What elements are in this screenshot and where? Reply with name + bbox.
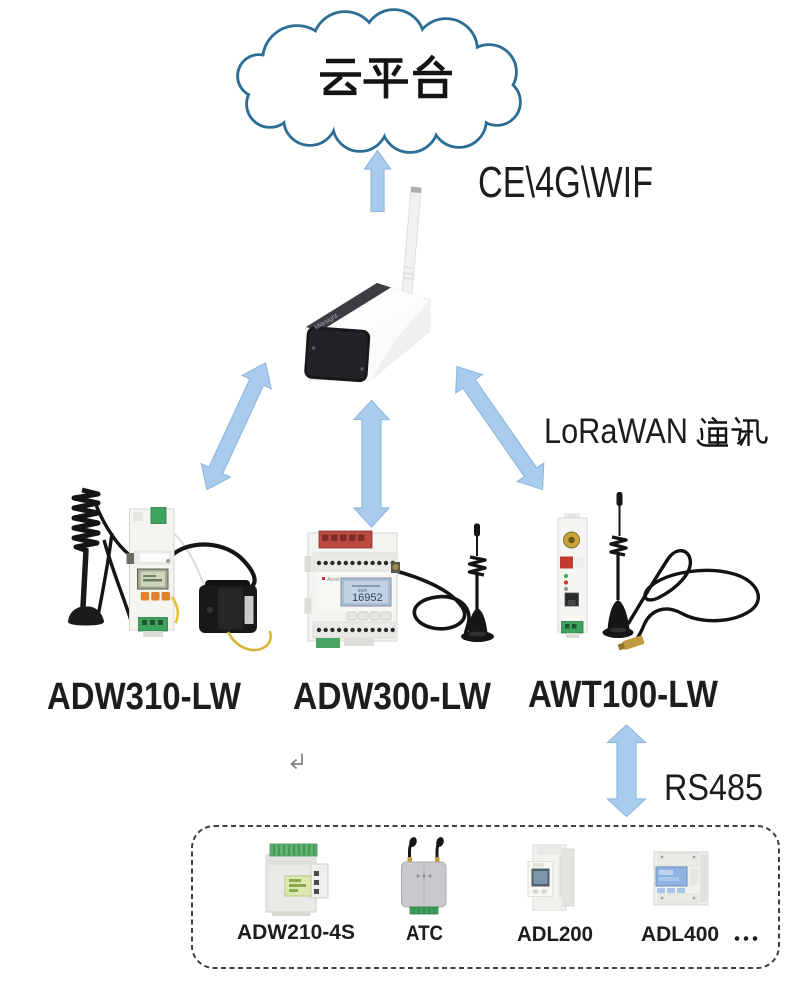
svg-text:Acrel: Acrel [327, 577, 340, 583]
svg-text:ADW210-4S: ADW210-4S [237, 921, 355, 944]
svg-text:16952: 16952 [352, 592, 383, 604]
svg-text:ADL400: ADL400 [641, 923, 719, 946]
svg-text:LoRaWAN: LoRaWAN [544, 412, 688, 451]
svg-text:ADL200: ADL200 [517, 923, 593, 946]
svg-text:AWT100-LW: AWT100-LW [528, 674, 718, 716]
svg-text:ATC: ATC [406, 922, 443, 945]
svg-text:ADW310-LW: ADW310-LW [47, 676, 241, 718]
svg-text:RS485: RS485 [664, 767, 763, 808]
svg-text:ADW300-LW: ADW300-LW [293, 676, 491, 718]
svg-text:kWh: kWh [358, 588, 367, 593]
svg-text:CE\4G\WIF: CE\4G\WIF [478, 158, 653, 207]
